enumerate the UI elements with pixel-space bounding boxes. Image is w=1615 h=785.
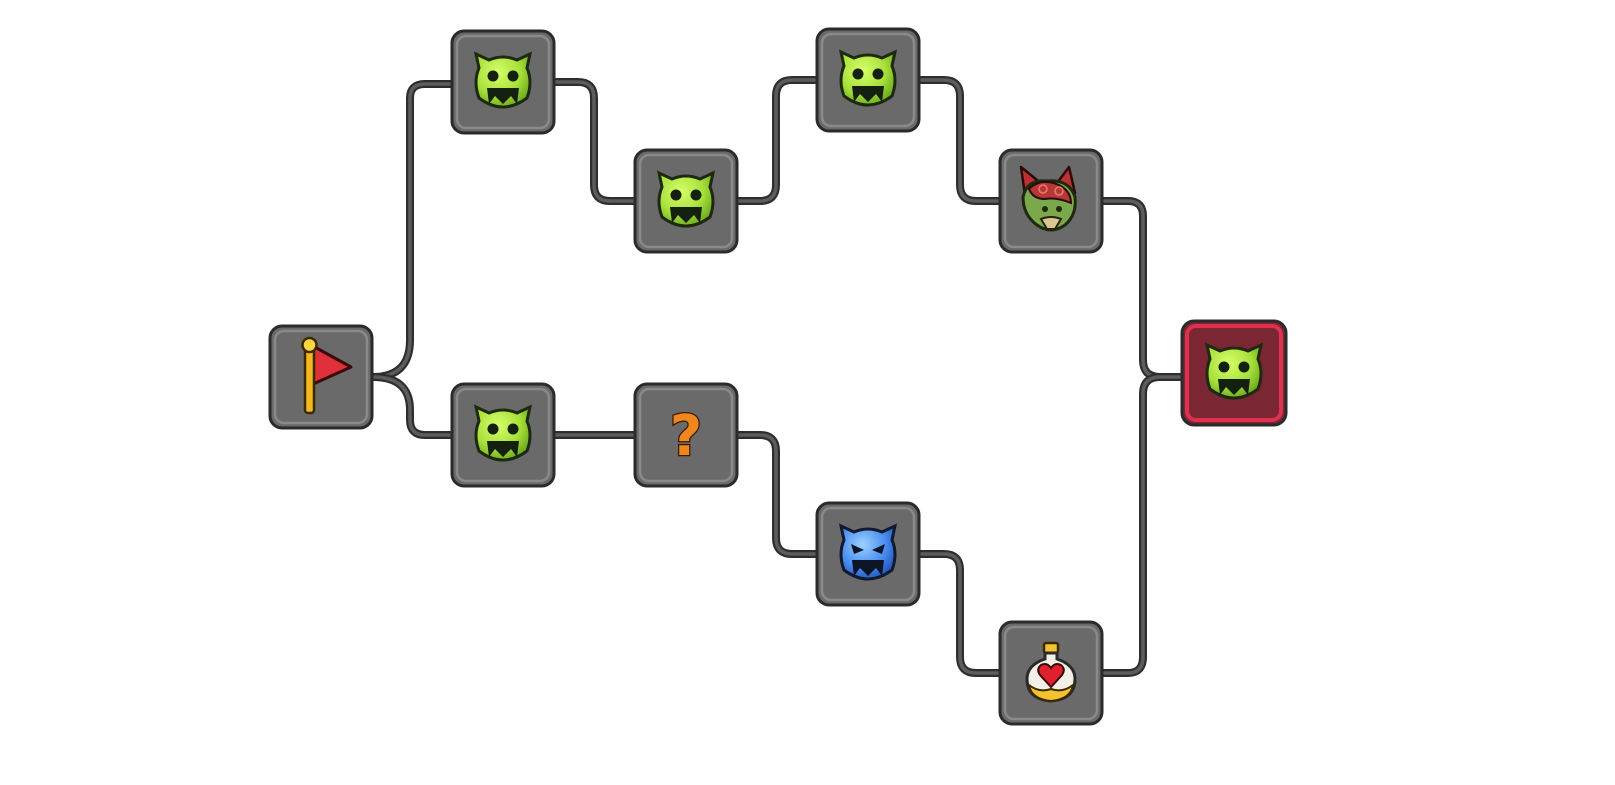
boss-node[interactable] — [1182, 321, 1286, 425]
node-lower-2-mystery[interactable]: ? — [635, 384, 737, 486]
node-upper-2[interactable] — [635, 150, 737, 252]
node-upper-1[interactable] — [452, 31, 554, 133]
green-monster-icon — [476, 407, 530, 460]
node-upper-3[interactable] — [817, 29, 919, 131]
green-monster-icon — [476, 54, 530, 107]
green-monster-icon — [1207, 345, 1261, 398]
node-lower-4-heal[interactable] — [1000, 622, 1102, 724]
node-lower-3-hard[interactable] — [817, 503, 919, 605]
green-monster-icon — [659, 173, 713, 226]
start-node[interactable] — [270, 326, 372, 428]
node-upper-4-elite[interactable] — [1000, 150, 1102, 252]
green-monster-icon — [841, 52, 895, 105]
question-mark-icon: ? — [670, 404, 702, 469]
node-lower-1[interactable] — [452, 384, 554, 486]
blue-monster-icon — [841, 526, 895, 579]
